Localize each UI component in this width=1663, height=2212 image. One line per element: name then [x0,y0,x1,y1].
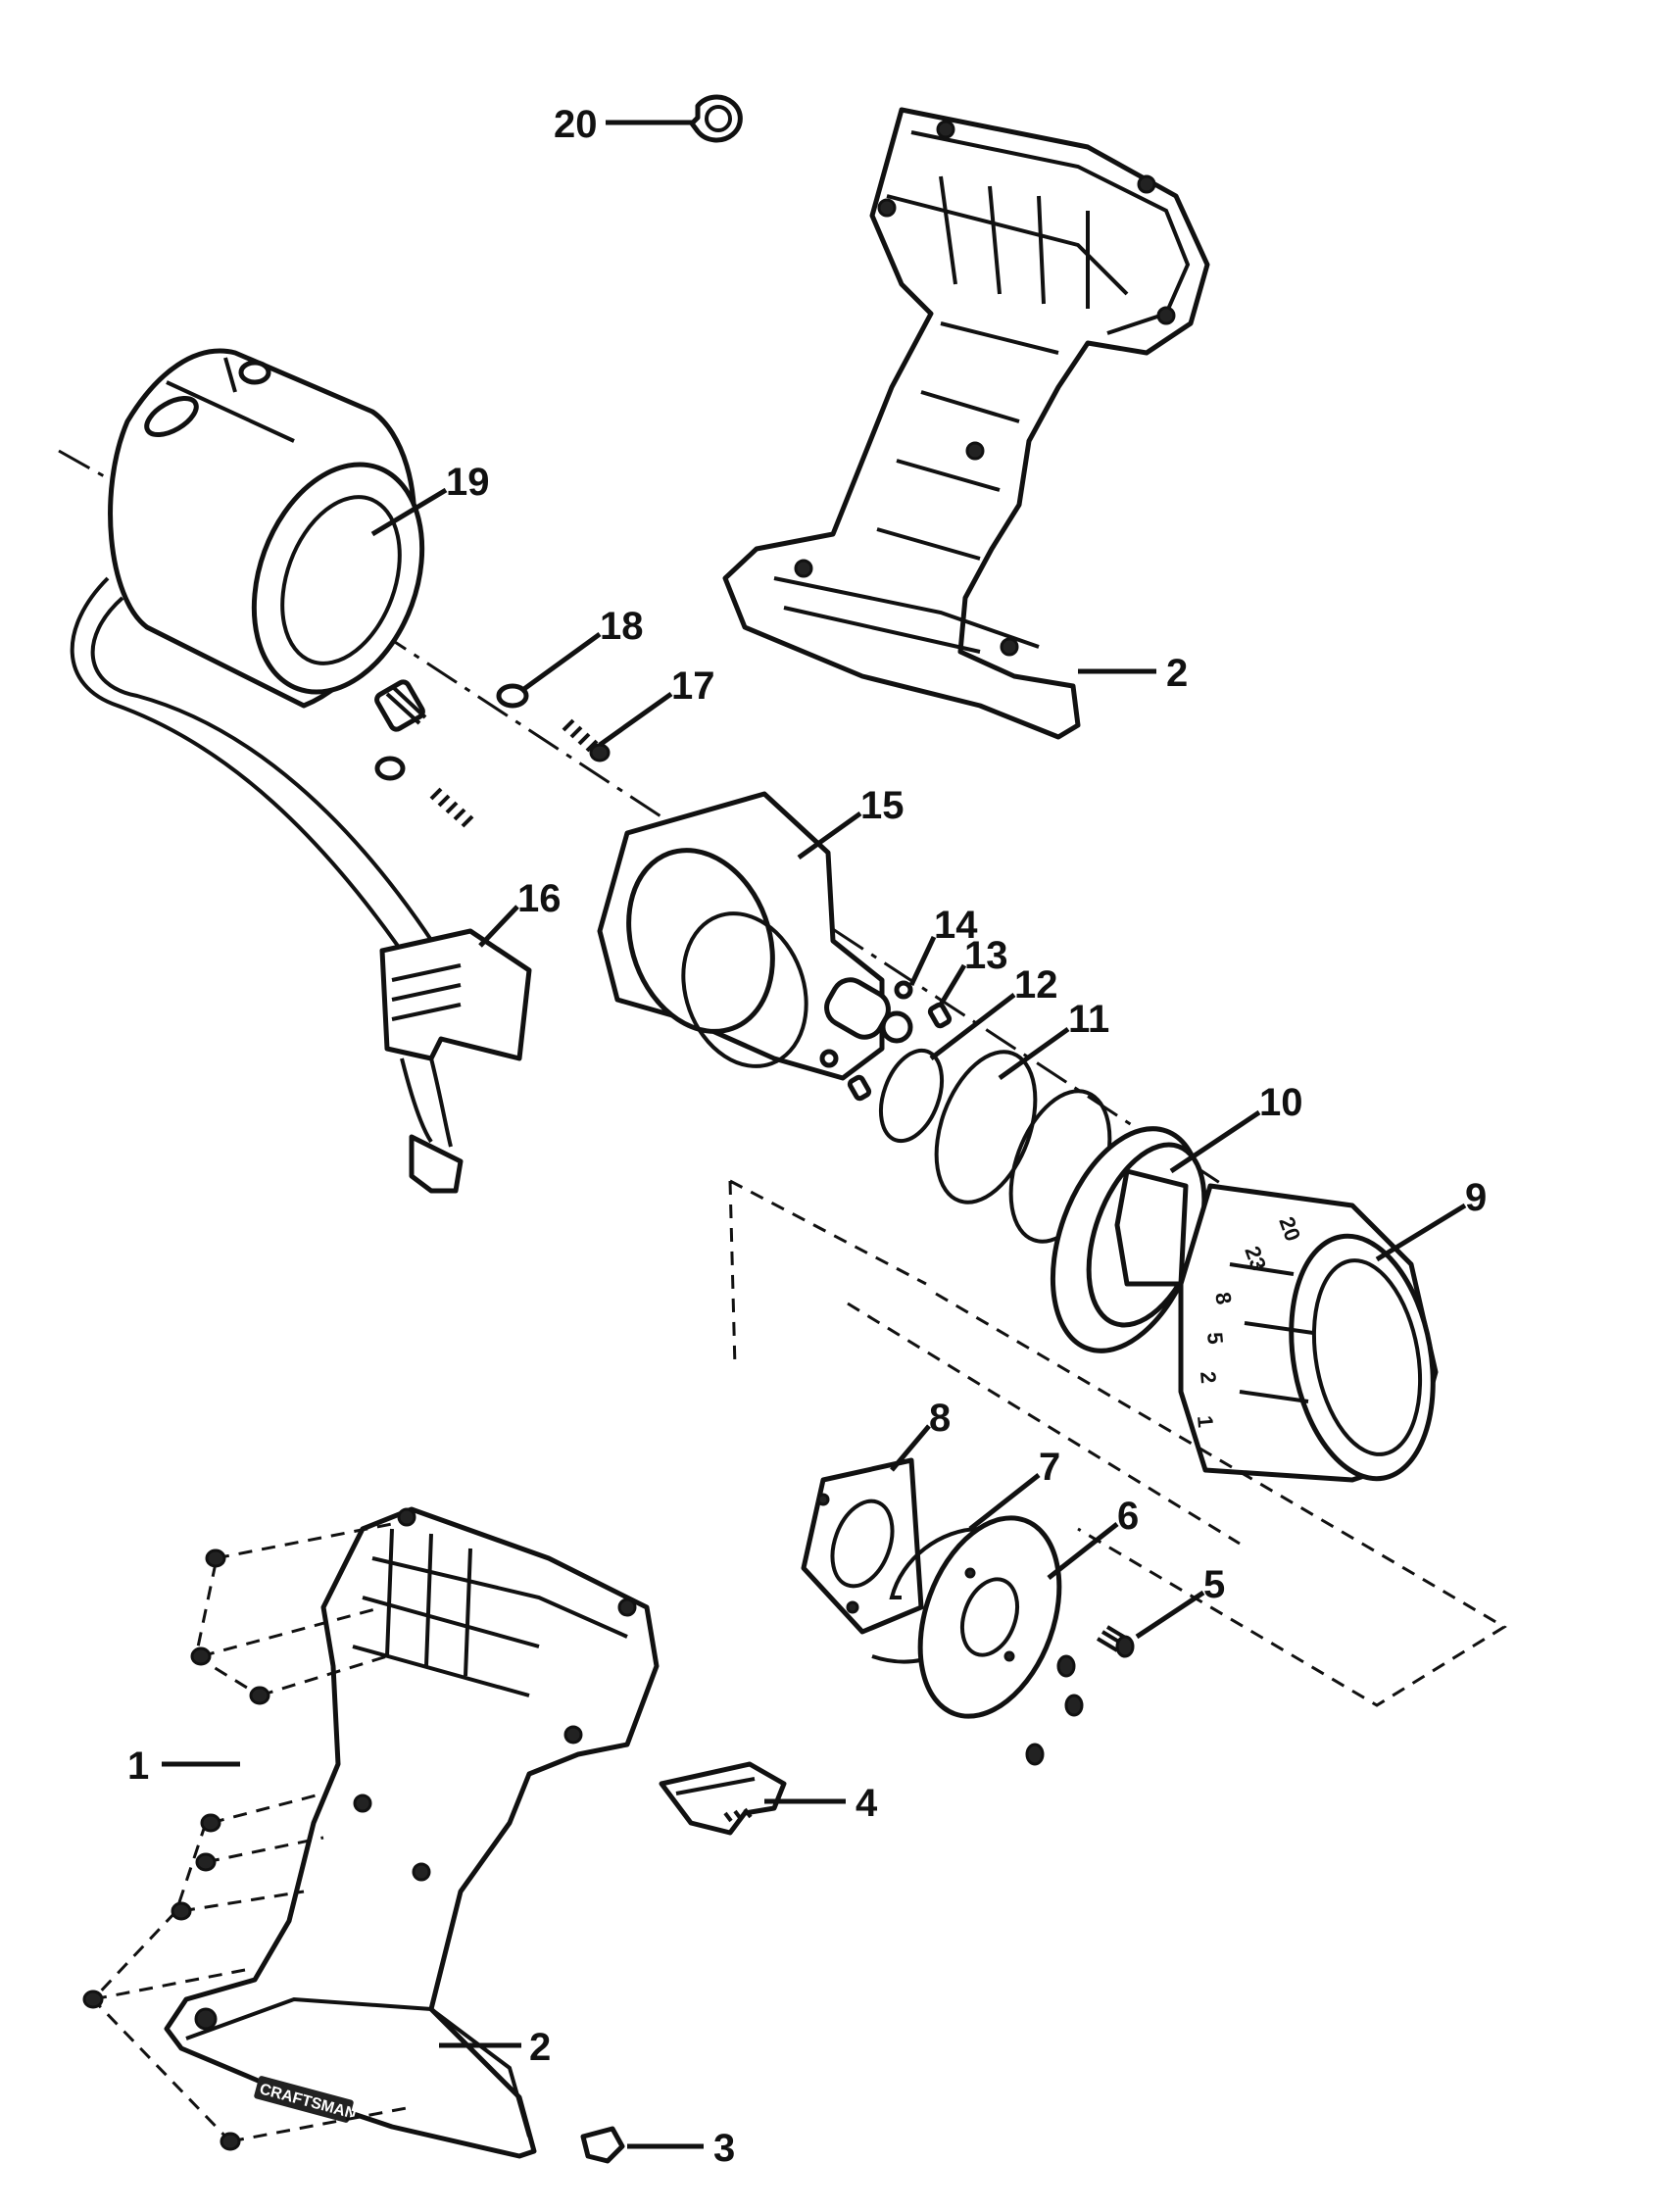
callout-6: 6 [1117,1495,1139,1538]
part-16-switch [379,928,532,1194]
part-6-clutch-disc [917,1515,1062,1719]
part-15-gear-housing [597,791,913,1081]
part-9-clutch-collar: 20 23 8 5 2 1 [1178,1183,1439,1483]
part-1-left-housing: CRAFTSMAN [164,1506,660,2159]
part-4-direction-slider [659,1761,787,1836]
callout-12: 12 [1014,963,1058,1007]
dial-number-1: 1 [1193,1414,1218,1428]
callout-20: 20 [554,103,598,146]
callout-14: 14 [934,904,978,947]
part-12-ring [878,1048,945,1144]
callout-15: 15 [860,784,905,827]
part-20-clip [689,94,743,143]
housing-screws [82,1522,413,2151]
callout-7: 7 [1039,1446,1060,1489]
callout-5: 5 [1203,1563,1225,1606]
callout-1: 1 [127,1745,149,1788]
callout-labels: 20 19 18 17 2 16 15 14 13 12 11 10 9 8 7… [127,103,1487,2170]
part-8-clutch-plate [801,1457,924,1635]
part-14-ball [819,980,913,1068]
callout-4: 4 [856,1782,878,1825]
callout-2-bottom: 2 [529,2026,551,2069]
part-2-right-housing [722,107,1210,740]
callout-19: 19 [446,461,490,504]
callout-9: 9 [1465,1176,1487,1219]
part-17-spring [429,718,611,828]
part-10-threaded-ring [1050,1126,1207,1353]
callout-10: 10 [1259,1081,1303,1124]
callout-8: 8 [929,1397,951,1440]
part-5-screws [1025,1625,1135,1766]
dial-number-5: 5 [1202,1331,1228,1345]
callout-18: 18 [600,605,644,648]
part-18-washer [374,683,529,781]
callout-16: 16 [517,877,562,920]
callout-17: 17 [671,664,715,708]
kit-box-outline [728,1179,1507,1707]
callout-2-top: 2 [1166,652,1188,695]
leader-lines [162,120,1467,2149]
callout-11: 11 [1068,998,1109,1041]
dial-number-8: 8 [1210,1291,1237,1306]
callout-3: 3 [713,2127,735,2170]
part-13-pin [847,1002,953,1102]
part-19-motor [70,348,453,982]
callout-13: 13 [964,934,1008,977]
dial-number-2: 2 [1196,1370,1221,1384]
part-3-lock-clip [580,2126,625,2164]
